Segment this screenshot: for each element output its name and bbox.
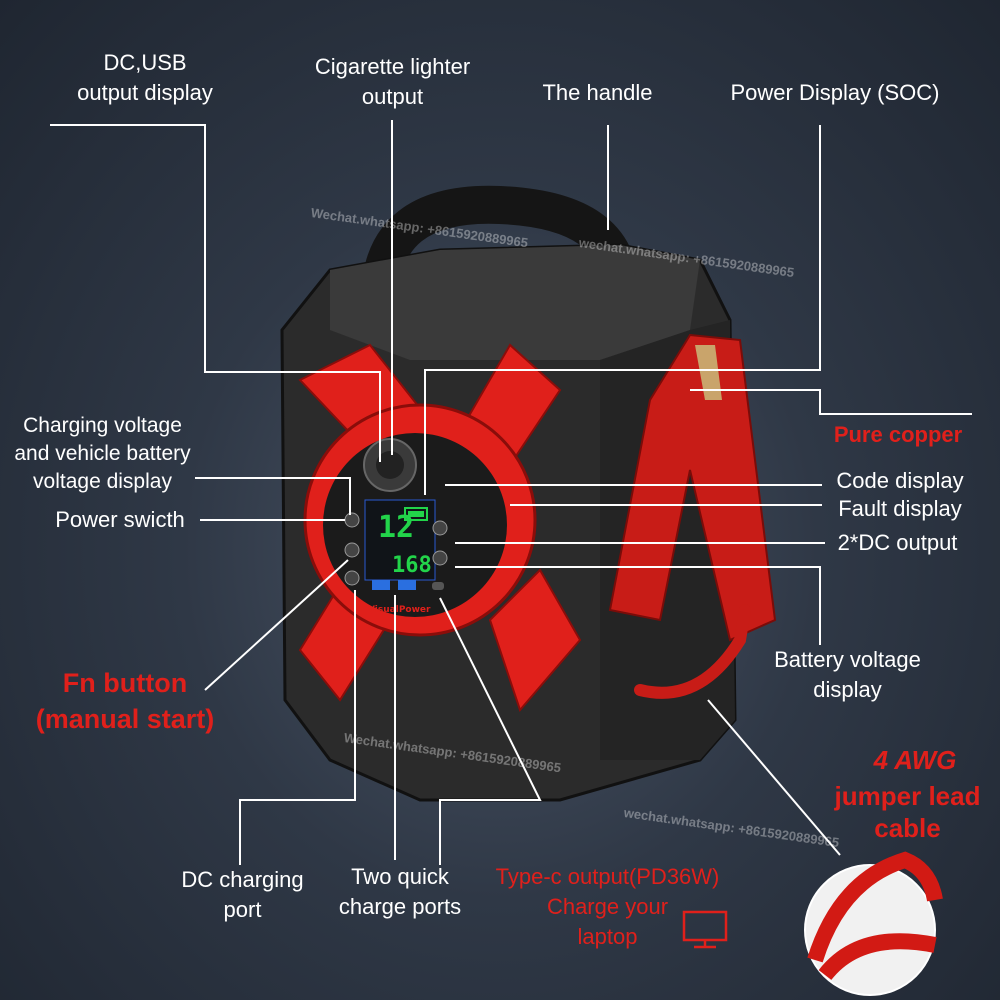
dc-output-2	[432, 550, 448, 566]
leader-lines	[50, 120, 972, 865]
jumper-clamp	[608, 333, 777, 699]
top-cover	[330, 245, 700, 360]
label-power-switch: Power swicth	[55, 507, 185, 532]
dc-charging-port	[344, 570, 360, 586]
label-battery-voltage: Battery voltage display	[774, 647, 921, 702]
brand-label: VisualPower	[368, 605, 431, 615]
dc-output-1	[432, 520, 448, 536]
usb-port-2	[398, 580, 416, 590]
label-pure-copper: Pure copper	[833, 422, 963, 447]
label-code-display: Code display	[836, 468, 964, 493]
battery-soc-icon	[404, 507, 428, 521]
label-4awg: 4 AWG	[873, 745, 957, 775]
power-button	[344, 512, 360, 528]
label-dc-usb-display: DC,USB output display	[77, 50, 213, 105]
label-cigarette-output: Cigarette lighter output	[314, 54, 471, 109]
label-handle: The handle	[542, 80, 653, 105]
label-dc-charging-port: DC charging port	[181, 867, 304, 922]
laptop-icon	[682, 910, 728, 949]
label-typec-output: Type-c output(PD36W) Charge your laptop	[495, 864, 720, 949]
label-jumper-cable: jumper lead cable	[834, 781, 981, 843]
usb-port-1	[372, 580, 390, 590]
display-voltage: 168	[392, 553, 432, 578]
label-power-display: Power Display (SOC)	[730, 80, 940, 105]
label-quick-charge: Two quick charge ports	[338, 864, 462, 919]
label-fault-display: Fault display	[838, 496, 962, 521]
label-dc-output: 2*DC output	[837, 530, 958, 555]
typec-port	[432, 582, 444, 590]
label-charging-voltage: Charging voltage and vehicle battery vol…	[14, 414, 191, 493]
label-fn-button: Fn button (manual start)	[35, 668, 215, 734]
fn-button	[344, 542, 360, 558]
